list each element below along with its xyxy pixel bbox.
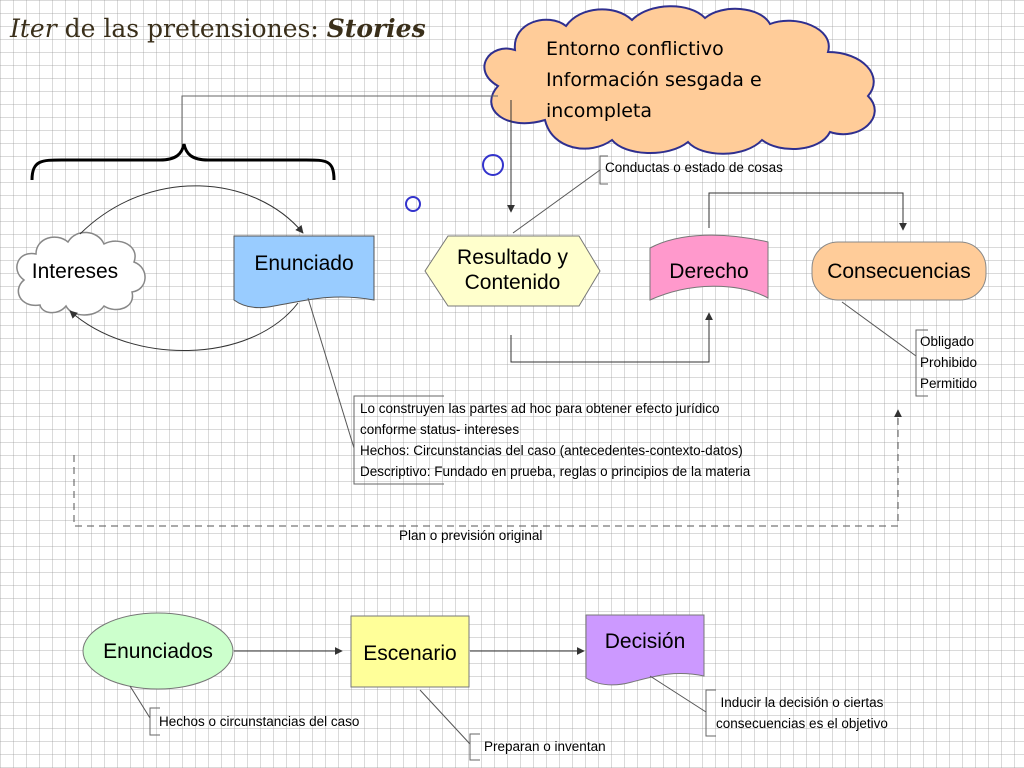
cloud-text: Entorno conflictivo Información sesgada … (546, 34, 762, 127)
derecho-node (649, 234, 769, 301)
permitido-text: Permitido (920, 376, 978, 391)
hechos-bracket (149, 707, 160, 736)
resultado-label: Resultado y Contenido (425, 240, 600, 300)
resultado-line-2: Contenido (464, 271, 561, 294)
preparan-bracket (469, 733, 480, 761)
obligado-text: Obligado (920, 334, 975, 349)
hechos-annotation: Hechos o circunstancias del caso (159, 714, 360, 729)
resultado-line-1: Resultado y (457, 246, 568, 269)
consecuencias-label: Consecuencias (827, 259, 971, 283)
escenario-label: Escenario (363, 641, 457, 665)
prohibido-text: Prohibido (920, 355, 978, 370)
construyen-line-3: Hechos: Circunstancias del caso (anteced… (360, 443, 743, 458)
conductas-callout-line (512, 169, 601, 234)
resultado-to-derecho-arrow (510, 312, 713, 363)
construyen-annotation: Lo construyen las partes ad hoc para obt… (360, 398, 750, 482)
conductas-bracket (599, 155, 608, 185)
plan-dashed-arrow (73, 409, 902, 527)
construyen-callout-line (307, 297, 355, 449)
inducir-bracket (705, 689, 716, 737)
curly-brace (30, 143, 336, 181)
intereses-to-enunciado-arrow (79, 185, 304, 235)
enunciados-node (82, 612, 234, 690)
cloud-to-brace-line (181, 95, 498, 150)
hechos-callout-line (129, 685, 151, 719)
inducir-line-2: consecuencias es el objetivo (716, 716, 888, 731)
obligado-bracket (915, 329, 928, 397)
title-iter: Iter (10, 14, 57, 43)
construyen-line-1: Lo construyen las partes ad hoc para obt… (360, 401, 720, 416)
title-stories: Stories (326, 14, 426, 43)
inducir-callout-line (649, 675, 707, 713)
conflict-cloud (483, 5, 876, 155)
enunciados-label: Enunciados (103, 639, 213, 663)
thought-bubble-large (482, 154, 504, 176)
consecuencias-node (811, 241, 987, 301)
construyen-bracket (353, 395, 444, 485)
inducir-line-1: Inducir la decisión o ciertas (720, 695, 884, 710)
intereses-label: Intereses (31, 259, 119, 283)
page-title: Iter de las pretensiones: Stories (10, 14, 426, 43)
conductas-annotation: Conductas o estado de cosas (605, 160, 783, 175)
cloud-line-3: incompleta (546, 100, 653, 122)
cloud-line-2: Información sesgada e (546, 69, 762, 91)
intereses-node (16, 231, 146, 316)
resultado-node (424, 235, 601, 307)
enunciado-label: Enunciado (254, 251, 354, 275)
plan-annotation: Plan o previsión original (399, 528, 543, 543)
preparan-annotation: Preparan o inventan (484, 739, 606, 754)
cloud-line-1: Entorno conflictivo (546, 38, 724, 60)
inducir-annotation: Inducir la decisión o ciertas consecuenc… (716, 692, 888, 734)
obligado-callout-line (841, 301, 917, 357)
derecho-to-consecuencias-arrow (708, 192, 907, 231)
derecho-label: Derecho (669, 259, 749, 283)
decision-node (585, 614, 705, 686)
enunciado-node (233, 235, 375, 309)
enunciado-to-intereses-arrow (69, 302, 299, 352)
construyen-line-4: Descriptivo: Fundado en prueba, reglas o… (360, 464, 751, 479)
obligaciones-annotation: Obligado Prohibido Permitido (920, 331, 977, 394)
thought-bubble-medium (405, 196, 421, 212)
escenario-node (350, 615, 470, 688)
preparan-callout-line (419, 689, 471, 745)
construyen-line-2: conforme status- intereses (360, 422, 520, 437)
title-middle: de las pretensiones: (56, 14, 327, 43)
decision-label: Decisión (604, 629, 686, 653)
